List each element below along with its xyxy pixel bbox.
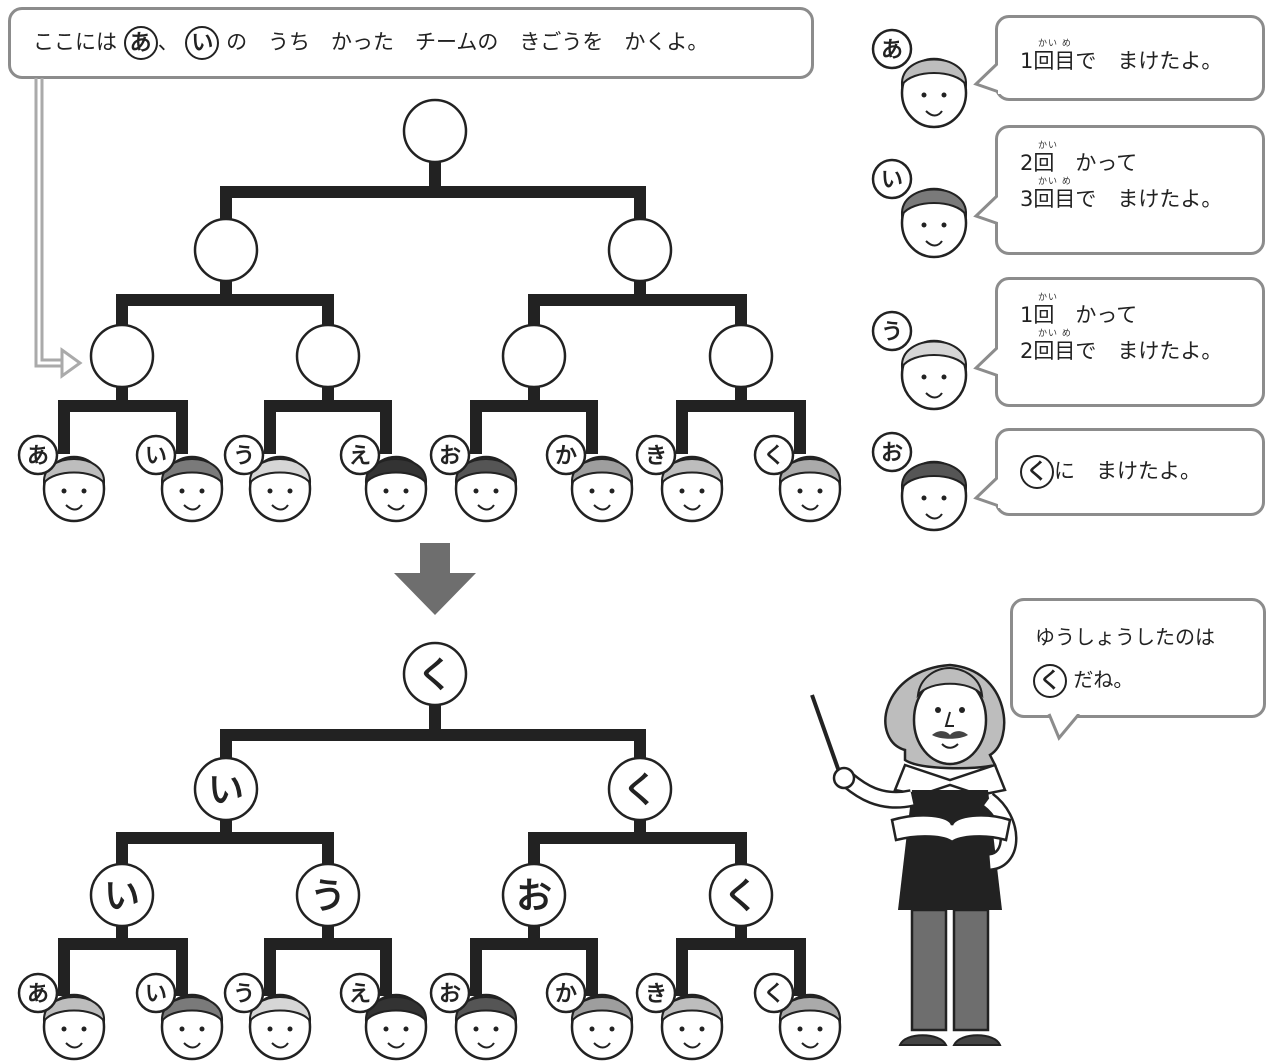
team-label: き [645, 444, 667, 469]
answer-semi-left-label: い [208, 770, 244, 811]
team-label: う [233, 982, 255, 1007]
statement-tail [973, 60, 1002, 94]
ruby-text: かい め [1038, 39, 1072, 49]
instruction-sep: 、 [157, 30, 179, 54]
answer-qf4-label: く [723, 876, 759, 917]
answer-semi-right-label: く [622, 770, 658, 811]
teacher-line2: だね。 [1073, 667, 1134, 692]
speaker-2: い [871, 158, 968, 259]
team-2: い [135, 972, 224, 1061]
team-8: く [753, 434, 842, 523]
teacher-line1: ゆうしょうしたのは [1035, 625, 1215, 649]
statement-text: 2回目で まけたよ。 [1020, 339, 1223, 364]
ruby-text: かい [1038, 141, 1059, 151]
answer-final-label: く [417, 655, 453, 696]
answer-qf3-label: お [516, 876, 552, 917]
statement-text: 2回 かって [1020, 151, 1138, 175]
speaker-label: お [881, 441, 903, 466]
statement-text: 1回 かって [1020, 303, 1138, 327]
team-label: い [145, 982, 167, 1007]
inline-badge: く [1020, 455, 1054, 489]
pointer-arrow [34, 78, 64, 368]
team-2: い [135, 434, 224, 523]
instruction-bubble: ここには あ、 い の うち かった チームの きごうを かくよ。 [8, 7, 814, 79]
instruction-pre: ここには [33, 30, 117, 54]
team-4: え [339, 972, 428, 1061]
speaker-label: あ [881, 38, 903, 63]
ruby-text: かい め [1038, 329, 1072, 340]
teacher-badge: く [1033, 664, 1067, 698]
team-label: お [439, 444, 461, 469]
team-label: い [145, 444, 167, 469]
team-label: あ [27, 982, 49, 1007]
team-label: え [349, 982, 371, 1007]
statement-text: 3回目で まけたよ。 [1020, 187, 1223, 212]
answer-qf1-label: い [104, 876, 140, 917]
team-7: き [635, 972, 724, 1061]
empty-final-circle [402, 98, 468, 164]
answer-bracket: く い く い う お く あいうえおかきく [17, 641, 842, 1061]
empty-qf3-circle [501, 323, 567, 389]
team-6: か [545, 434, 634, 523]
team-label: く [763, 982, 785, 1007]
speaker-label: う [881, 320, 903, 345]
statement-tail [973, 192, 1002, 226]
teacher-illustration [810, 663, 1018, 1046]
empty-qf1-circle [89, 323, 155, 389]
pointer-arrowhead [60, 347, 83, 379]
team-label: え [349, 444, 371, 469]
statement-bubble-4: くに まけたよ。 [995, 428, 1265, 516]
team-3: う [223, 434, 312, 523]
empty-semi-left-circle [193, 217, 259, 283]
down-arrow [394, 543, 476, 615]
instruction-text: ここには あ、 い の うち かった チームの きごうを かくよ。 [33, 26, 708, 60]
statement-text: 1回目で まけたよ。 [1020, 49, 1223, 73]
team-1: あ [17, 434, 106, 523]
answer-qf2-label: う [310, 876, 346, 917]
instruction-post: の うち かった チームの きごうを かくよ。 [226, 30, 709, 54]
speaker-label: い [881, 168, 903, 193]
teacher-bubble: ゆうしょうしたのは く だね。 [1010, 598, 1266, 718]
team-7: き [635, 434, 724, 523]
empty-semi-right-circle [607, 217, 673, 283]
team-8: く [753, 972, 842, 1061]
empty-qf4-circle [708, 323, 774, 389]
team-6: か [545, 972, 634, 1061]
badge-i: い [185, 26, 220, 60]
team-label: き [645, 982, 667, 1007]
statement-tail [973, 344, 1002, 378]
team-label: あ [27, 444, 49, 469]
team-label: お [439, 982, 461, 1007]
top-bracket: あいうえおかきく [17, 78, 842, 523]
team-4: え [339, 434, 428, 523]
statement-text: に まけたよ。 [1054, 459, 1201, 483]
team-label: く [763, 444, 785, 469]
speaker-1: あ [871, 28, 968, 129]
ruby-text: かい [1038, 293, 1059, 303]
team-label: か [555, 982, 577, 1007]
team-3: う [223, 972, 312, 1061]
ruby-text: かい め [1038, 177, 1072, 188]
speaker-3: う [871, 310, 968, 411]
speaker-4: お [871, 431, 968, 532]
team-5: お [429, 434, 518, 523]
teacher-line2-wrap: く だね。 [1033, 664, 1133, 698]
team-label: う [233, 444, 255, 469]
badge-a: あ [123, 26, 158, 60]
statement-tail [973, 474, 1002, 508]
statement-line: くに まけたよ。 [1020, 455, 1201, 489]
teacher-bubble-tail [1047, 712, 1081, 741]
team-label: か [555, 444, 577, 469]
empty-qf2-circle [295, 323, 361, 389]
team-1: あ [17, 972, 106, 1061]
team-5: お [429, 972, 518, 1061]
